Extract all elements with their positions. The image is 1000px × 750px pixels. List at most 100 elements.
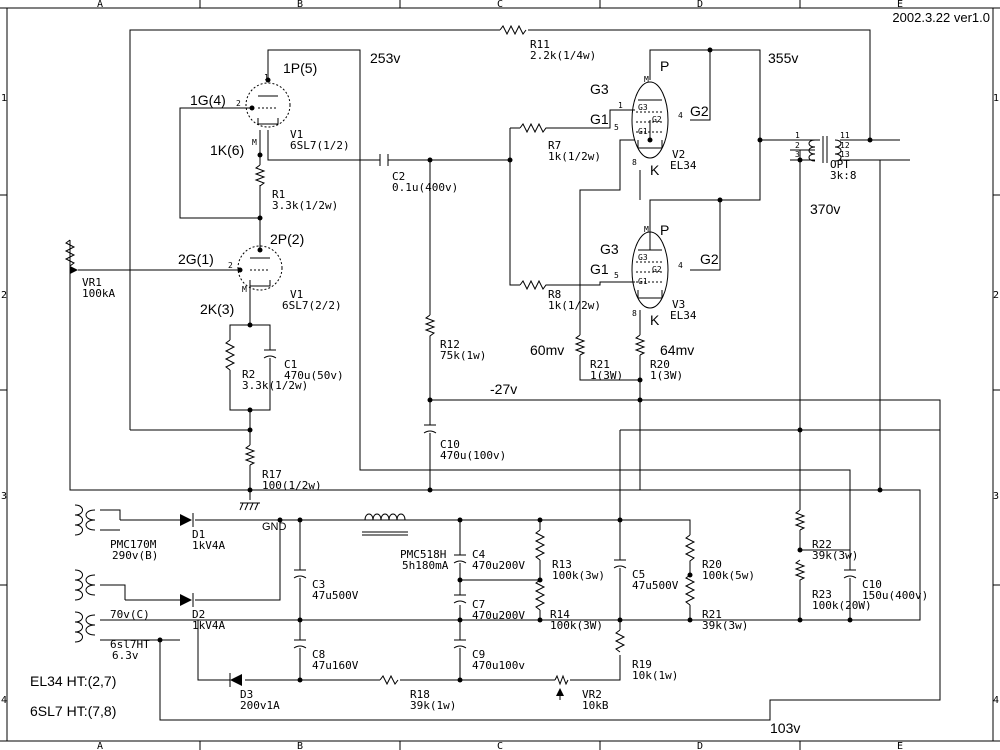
pin-number: M: [644, 75, 649, 84]
version-stamp: 2002.3.22 ver1.0: [892, 10, 990, 25]
value-r7: 1k(1/2w): [548, 150, 601, 163]
potentiometer-vr2: [554, 674, 569, 686]
diode-d2: [180, 594, 192, 606]
value-pmc170m: 290v(B): [112, 549, 158, 562]
ref-r18: R18: [410, 688, 430, 701]
col-label: E: [897, 0, 903, 10]
value-c5: 47u500V: [632, 579, 679, 592]
capacitor-c2: [379, 154, 389, 166]
ref-d2: D2: [192, 608, 205, 621]
col-label: A: [97, 741, 103, 750]
resistor-r19: [614, 629, 626, 653]
row-label: 2: [993, 290, 999, 301]
row-label: 3: [993, 491, 999, 502]
value-c10b: 150u(400v): [862, 589, 928, 602]
pin-number: G3: [638, 253, 648, 262]
ref-v1a: V1: [290, 128, 303, 141]
row-label: 3: [1, 491, 7, 502]
pin-label: 1P(5): [283, 60, 317, 76]
ref-vr1: VR1: [82, 276, 102, 289]
pin-label: 2P(2): [270, 231, 304, 247]
value-r1: 3.3k(1/2w): [272, 199, 338, 212]
output-transformer: [790, 136, 842, 163]
el34-pin-label: P: [660, 58, 669, 74]
ref-c5: C5: [632, 568, 645, 581]
ref-v3: V3: [672, 298, 685, 311]
value-r14: 100k(3W): [550, 619, 603, 632]
col-label: B: [297, 0, 303, 10]
ref-v2: V2: [672, 148, 685, 161]
value-r11: 2.2k(1/4w): [530, 49, 596, 62]
resistor-r8: [519, 279, 550, 291]
gnd-label: GND: [262, 521, 287, 533]
value-r2: 3.3k(1/2w): [242, 379, 308, 392]
ref-r14: R14: [550, 608, 570, 621]
pin-number: M: [252, 138, 257, 147]
value-r12: 75k(1w): [440, 349, 486, 362]
ref-pmc518h: PMC518H: [400, 548, 446, 561]
row-label: 4: [1, 695, 7, 706]
ref-c1: C1: [284, 358, 297, 371]
resistor-r13: [534, 529, 546, 561]
resistors: [64, 24, 806, 686]
el34-pin-label: G2: [690, 103, 709, 119]
capacitors: [263, 154, 857, 655]
resistor-r21a: [574, 334, 586, 356]
value-v3: EL34: [670, 309, 697, 322]
voltage-neg27v: -27v: [490, 381, 517, 397]
ref-c7: C7: [472, 598, 485, 611]
ref-c2: C2: [392, 170, 405, 183]
value-r21a: 1(3W): [590, 369, 623, 382]
el34-pin-label: G3: [590, 81, 609, 97]
ref-r2: R2: [242, 368, 255, 381]
wiring: [69, 29, 941, 721]
el34-pin-label: G1: [590, 261, 609, 277]
resistor-r2: [224, 339, 236, 371]
resistor-r17: [244, 444, 256, 466]
ref-r21a: R21: [590, 358, 610, 371]
voltage-103v: 103v: [770, 720, 800, 736]
col-label: D: [697, 741, 703, 750]
pin-number: G1: [638, 127, 648, 136]
resistor-r23: [794, 559, 806, 584]
resistor-r18: [379, 674, 399, 686]
pin-label: 2G(1): [178, 251, 214, 267]
pin-number: 1: [264, 73, 269, 82]
value-v1a: 6SL7(1/2): [290, 139, 350, 152]
pin-number: 12: [840, 141, 850, 150]
pin-number: 5: [614, 271, 619, 280]
value-d2: 1kV4A: [192, 619, 225, 632]
row-label: 1: [993, 93, 999, 104]
ref-r11: R11: [530, 38, 550, 51]
junction-dots: [157, 47, 883, 683]
voltage-370v: 370v: [810, 201, 840, 217]
pin-number: 13: [840, 150, 850, 159]
resistor-r14: [534, 579, 546, 611]
ref-r22: R22: [812, 538, 832, 551]
col-label: C: [497, 0, 503, 10]
ref-r19: R19: [632, 658, 652, 671]
pin-number: 1: [795, 131, 800, 140]
value-c2: 0.1u(400v): [392, 181, 458, 194]
vr1-wiper-arrow: [70, 266, 78, 274]
power-transformer: [74, 504, 126, 643]
pin-label: 2K(3): [200, 301, 234, 317]
value-r22: 39k(3w): [812, 549, 858, 562]
ref-c10b: C10: [862, 578, 882, 591]
value-r18: 39k(1w): [410, 699, 456, 712]
resistor-r12: [424, 314, 436, 340]
value-r8: 1k(1/2w): [548, 299, 601, 312]
heater-note-6sl7: 6SL7 HT:(7,8): [30, 703, 116, 719]
resistor-r20a: [634, 334, 646, 356]
pin-number: G1: [638, 277, 648, 286]
pin-number: 3: [795, 150, 800, 159]
row-label: 2: [1, 290, 7, 301]
resistor-r21b: [684, 574, 696, 606]
value-c4: 470u200V: [472, 559, 525, 572]
ref-r13: R13: [552, 558, 572, 571]
row-label: 4: [993, 695, 999, 706]
row-label: 1: [1, 93, 7, 104]
value-c8: 47u160V: [312, 659, 359, 672]
pin-number: 11: [840, 131, 850, 140]
